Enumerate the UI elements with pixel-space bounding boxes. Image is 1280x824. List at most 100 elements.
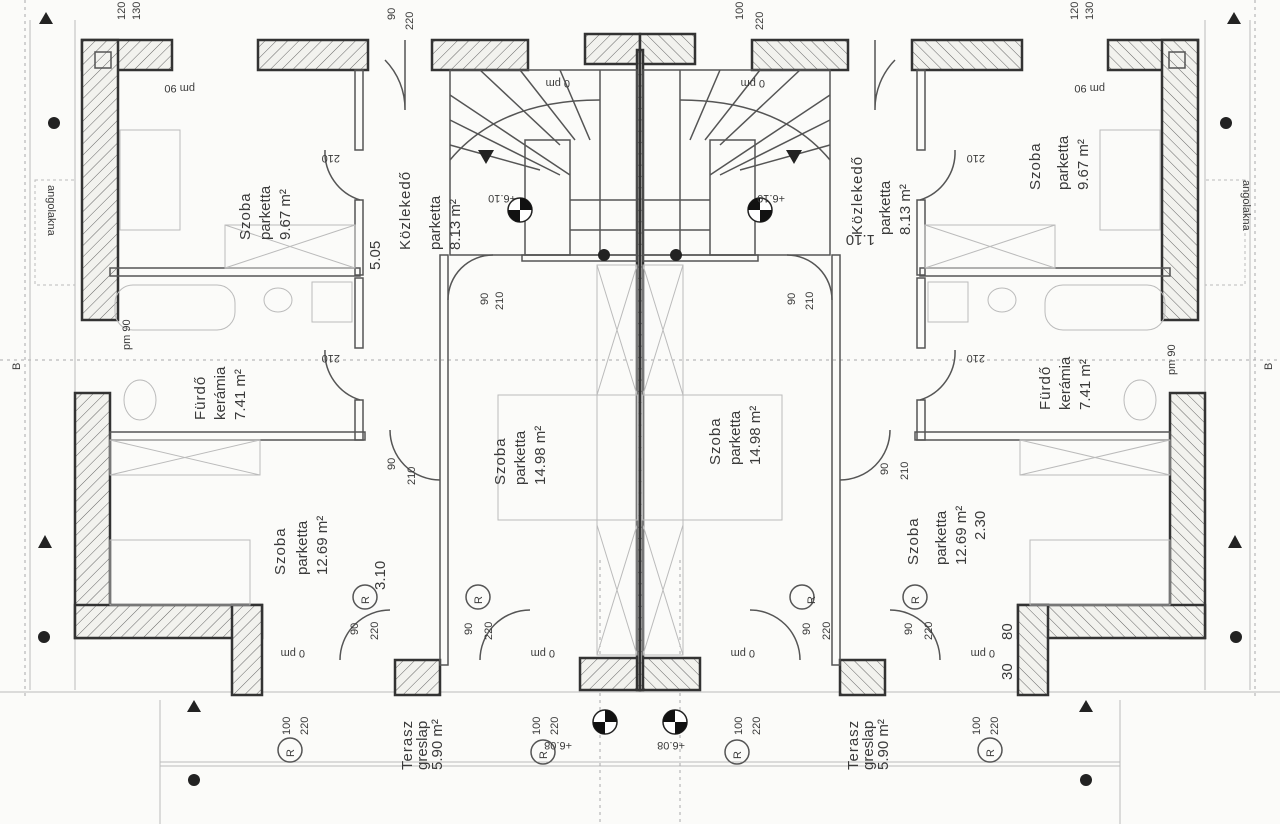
room-floor: parketta — [1055, 135, 1072, 190]
dimension-label: 1.10 — [846, 231, 875, 248]
radiator-label: R — [806, 596, 818, 604]
door-label: 90 — [903, 623, 915, 635]
door-label: 90 — [386, 8, 398, 20]
window-label: 100 — [281, 717, 293, 735]
room-floor: greslap — [860, 721, 877, 770]
room-floor: parketta — [257, 185, 274, 240]
room-name: Szoba — [272, 527, 289, 575]
door-label: 90 — [879, 463, 891, 475]
door-label: 210 — [406, 467, 418, 485]
radiator-label: R — [732, 751, 744, 759]
room-name: Közlekedő — [849, 156, 866, 235]
room-name: Fürdő — [192, 376, 209, 420]
door-label: 210 — [804, 292, 816, 310]
room-area: 12.69 m² — [314, 516, 331, 575]
door-label: 210 — [967, 352, 985, 364]
window-label: 130 — [131, 2, 143, 20]
window-label: 0 pm — [546, 77, 570, 89]
door-label: 210 — [967, 152, 985, 164]
window-label: 220 — [549, 717, 561, 735]
room-name: Terasz — [399, 720, 416, 770]
window-label: 220 — [754, 12, 766, 30]
room-area: 12.69 m² — [953, 506, 970, 565]
door-label: 90 — [801, 623, 813, 635]
window-label: pm 90 — [121, 319, 133, 350]
level-label: +6.08 — [544, 739, 572, 751]
window-label: 100 — [734, 2, 746, 20]
room-area: 5.90 m² — [875, 719, 892, 770]
room-name: Szoba — [237, 192, 254, 240]
window-label: 0 pm — [971, 647, 995, 659]
stair-arrow-icon — [478, 150, 494, 164]
window-label: 220 — [299, 717, 311, 735]
left-unit-walls — [34, 12, 642, 786]
door-label: 90 — [786, 293, 798, 305]
angolakna-label: angolakna — [1240, 180, 1252, 232]
door-label: 210 — [322, 152, 340, 164]
door-label: 220 — [369, 622, 381, 640]
window-label: 0 pm — [741, 77, 765, 89]
level-marker-icon — [507, 197, 618, 735]
right-unit-walls — [638, 10, 1247, 788]
room-area: 9.67 m² — [277, 189, 294, 240]
door-label: 210 — [494, 292, 506, 310]
window-label: 0 pm — [531, 647, 555, 659]
door-label: 90 — [479, 293, 491, 305]
room-name: Szoba — [1027, 142, 1044, 190]
window-label: 0 pm — [731, 647, 755, 659]
window-label: pm 90 — [1074, 82, 1105, 94]
dimension-label: 2.30 — [972, 511, 989, 540]
radiator-label: R — [360, 596, 372, 604]
radiator-label: R — [285, 749, 297, 757]
window-label: 0 pm — [281, 647, 305, 659]
room-floor: greslap — [414, 721, 431, 770]
room-area: 5.90 m² — [429, 719, 446, 770]
dimension-label: 3.10 — [372, 561, 389, 590]
level-label: +6.10 — [757, 192, 785, 204]
room-name: Közlekedő — [397, 171, 414, 250]
right-unit-labels: Szoba parketta 9.67 m² Közlekedő parkett… — [657, 2, 1275, 770]
room-area: 14.98 m² — [532, 426, 549, 485]
radiator-label: R — [910, 596, 922, 604]
window-label: pm 90 — [164, 82, 195, 94]
door-label: 90 — [349, 623, 361, 635]
level-label: +6.08 — [657, 739, 685, 751]
column-dot-icon — [48, 117, 60, 129]
room-floor: kerámia — [212, 366, 229, 420]
arrow-up-icon — [38, 535, 52, 548]
window-label: pm 90 — [1166, 344, 1178, 375]
room-floor: parketta — [294, 520, 311, 575]
room-name: Szoba — [905, 517, 922, 565]
room-name: Terasz — [845, 720, 862, 770]
door-label: 220 — [821, 622, 833, 640]
radiator-label: R — [985, 749, 997, 757]
level-label: +6.10 — [488, 192, 516, 204]
dimension-label: 5.05 — [367, 241, 384, 270]
section-marker: B — [1263, 363, 1275, 370]
radiator-label: R — [473, 596, 485, 604]
left-unit-labels: Szoba parketta 9.67 m² Közlekedő parkett… — [11, 2, 572, 770]
door-label: 90 — [386, 458, 398, 470]
room-floor: parketta — [933, 510, 950, 565]
room-floor: parketta — [877, 180, 894, 235]
room-area: 8.13 m² — [897, 184, 914, 235]
dimension-label: 30 — [999, 663, 1016, 680]
window-label: 100 — [531, 717, 543, 735]
window-label: 220 — [989, 717, 1001, 735]
room-floor: parketta — [427, 195, 444, 250]
dimension-label: 80 — [999, 623, 1016, 640]
room-area: 14.98 m² — [747, 406, 764, 465]
room-floor: kerámia — [1057, 356, 1074, 410]
door-label: 90 — [463, 623, 475, 635]
window-label: 120 — [1069, 2, 1081, 20]
room-name: Szoba — [492, 437, 509, 485]
room-area: 7.41 m² — [232, 369, 249, 420]
door-label: 220 — [483, 622, 495, 640]
room-area: 7.41 m² — [1077, 359, 1094, 410]
window-label: 130 — [1084, 2, 1096, 20]
window-label: 120 — [116, 2, 128, 20]
radiator-label: R — [538, 751, 550, 759]
room-floor: parketta — [512, 430, 529, 485]
room-name: Fürdő — [1037, 366, 1054, 410]
